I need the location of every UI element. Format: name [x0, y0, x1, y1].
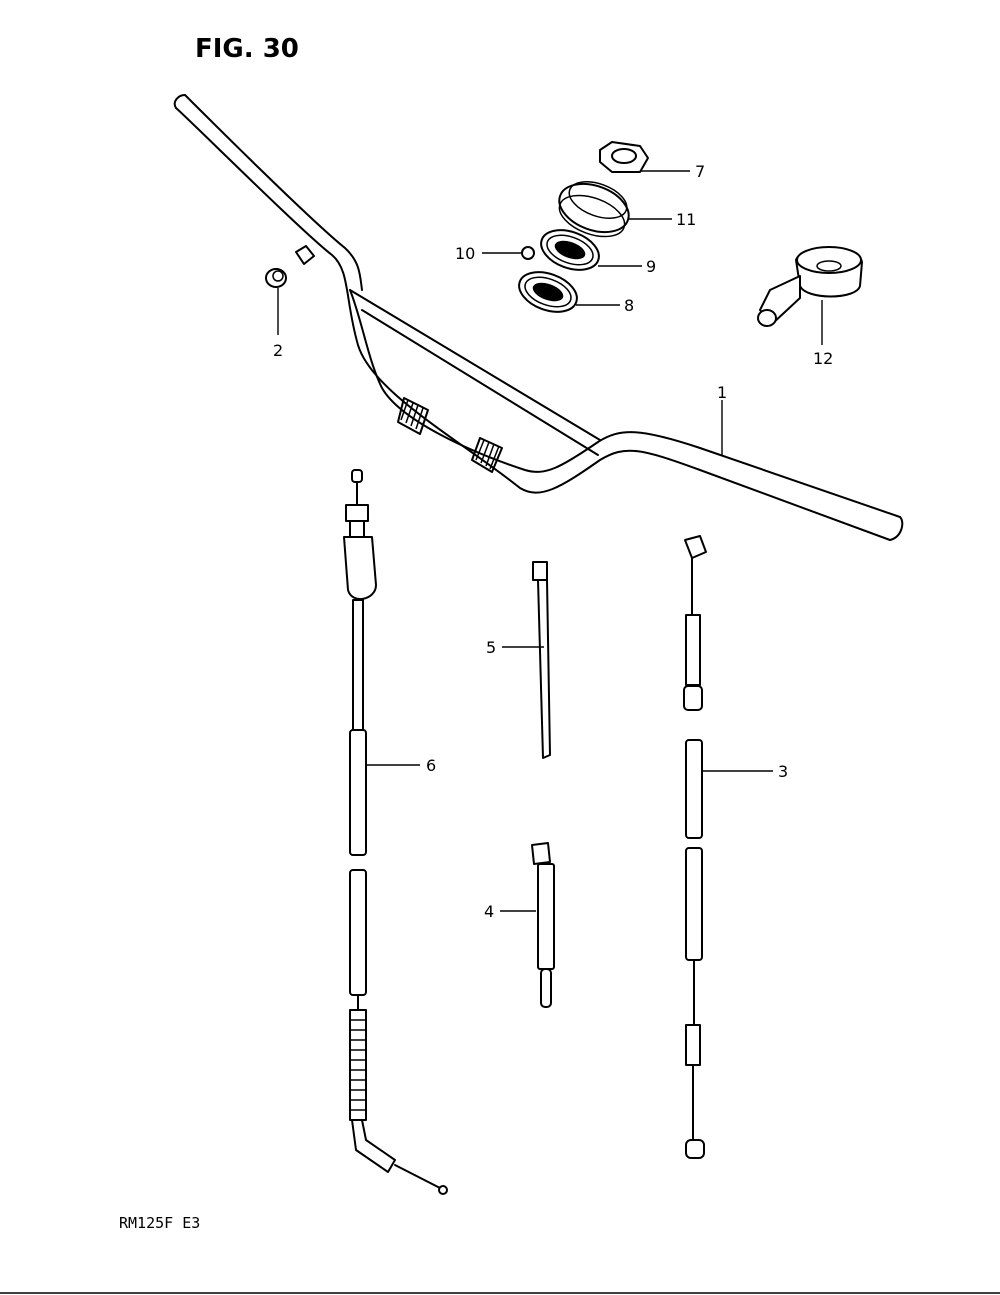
throttle-grip	[757, 246, 863, 327]
cable-tie	[532, 561, 551, 759]
lower-bearing	[518, 271, 578, 313]
dust-seal	[558, 181, 630, 238]
callout-5: 5	[486, 638, 496, 657]
callout-2: 2	[273, 341, 283, 360]
callout-1: 1	[717, 383, 727, 402]
clamp-band	[531, 842, 555, 1008]
knurl-band-left	[397, 397, 429, 435]
model-code: RM125F E3	[119, 1214, 200, 1232]
handlebar	[173, 94, 904, 541]
figure-title: FIG. 30	[195, 34, 299, 64]
callout-7: 7	[695, 162, 705, 181]
steering-nut	[599, 141, 649, 173]
callout-6: 6	[426, 756, 436, 775]
throttle-cable	[683, 535, 707, 1159]
cap	[265, 268, 287, 288]
callout-3: 3	[778, 762, 788, 781]
callout-11: 11	[676, 210, 696, 229]
knurl-band-right	[471, 437, 503, 473]
callout-9: 9	[646, 257, 656, 276]
callout-12: 12	[813, 349, 833, 368]
steel-ball	[521, 246, 535, 260]
callout-10: 10	[455, 244, 475, 263]
leader-lines	[277, 170, 823, 912]
clutch-cable	[343, 469, 448, 1195]
callout-4: 4	[484, 902, 494, 921]
callout-8: 8	[624, 296, 634, 315]
upper-bearing	[540, 229, 600, 271]
